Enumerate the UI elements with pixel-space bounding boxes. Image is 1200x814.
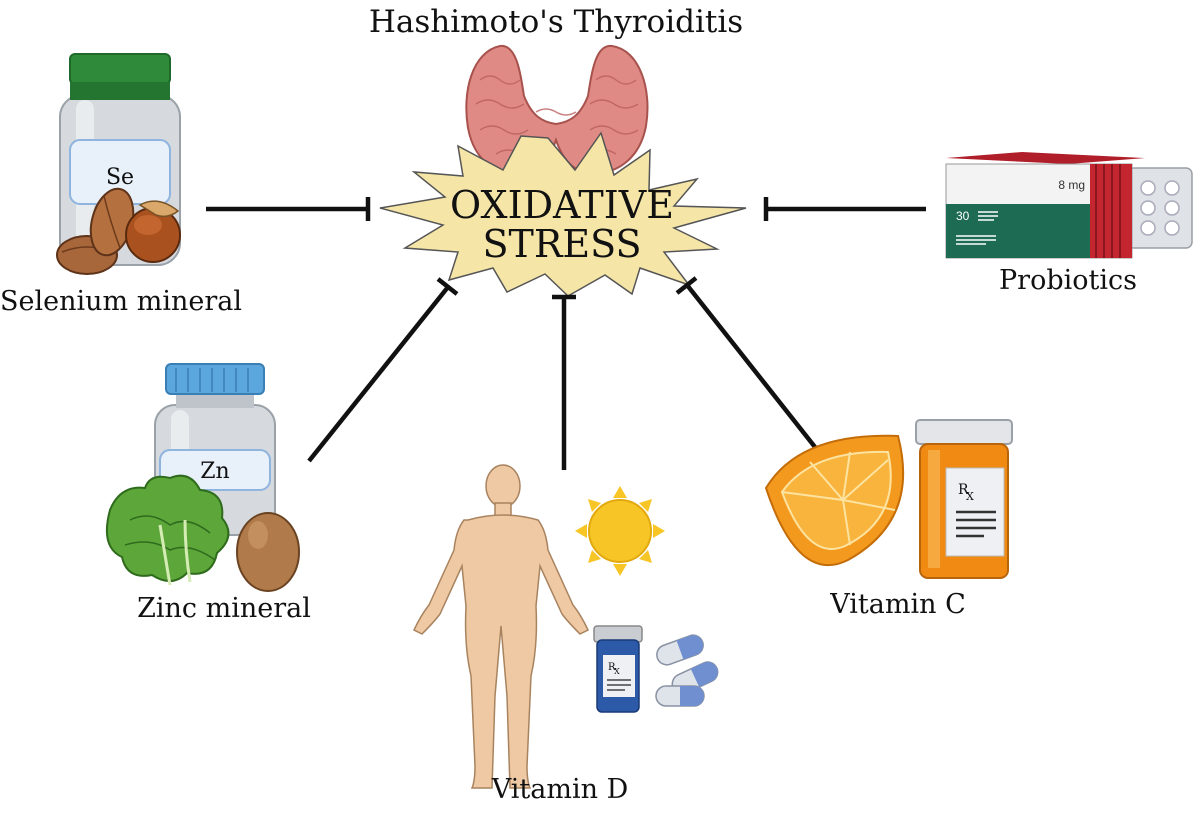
probiotics-inhibitor-line: [763, 197, 926, 221]
probiotics-label: Probiotics: [999, 265, 1137, 296]
selenium-group: Se Selenium mineral: [0, 53, 242, 317]
rx-bottle-icon: R X: [915, 419, 1013, 579]
vitamin-c-label: Vitamin C: [829, 589, 965, 620]
capsule-icon: [655, 634, 719, 707]
orange-slice-icon: [764, 434, 905, 566]
probiotics-group: 8 mg 30 Probiotics: [945, 152, 1193, 296]
human-body-icon: [413, 464, 589, 789]
zinc-jar-tag: Zn: [200, 459, 229, 484]
probiotic-box-icon: 8 mg 30: [945, 152, 1145, 259]
inhibitor-arrows: [206, 197, 926, 470]
vitamin-c-group: R X Vitamin C: [764, 419, 1013, 620]
vitamin-d-rx: R: [608, 662, 616, 673]
center-label-line1: OXIDATIVE: [450, 183, 674, 227]
pill-bottle-icon: R X: [593, 625, 643, 713]
selenium-inhibitor-line: [206, 197, 371, 221]
hazelnut-icon: [125, 200, 181, 263]
sun-icon: [575, 486, 665, 576]
probiotic-count: 30: [956, 209, 970, 223]
diagram-title: Hashimoto's Thyroiditis: [369, 4, 743, 40]
vitamin-d-inhibitor-line: [552, 294, 576, 470]
probiotic-dose: 8 mg: [1058, 178, 1085, 192]
vitamin-d-group: R X Vitamin D: [413, 464, 719, 805]
selenium-jar-tag: Se: [106, 165, 134, 190]
oxidative-stress-burst: OXIDATIVE STRESS: [379, 131, 747, 297]
center-label-line2: STRESS: [482, 222, 641, 266]
zinc-inhibitor-line: [307, 277, 459, 463]
lettuce-icon: [106, 474, 230, 586]
zinc-group: Zn Zinc mineral: [106, 363, 311, 624]
vitamin-d-label: Vitamin D: [491, 774, 628, 805]
vitamin-c-rx-sub: X: [966, 490, 974, 503]
vitamin-c-rx: R: [958, 482, 969, 498]
vitamin-c-inhibitor-line: [675, 276, 828, 463]
vitamin-d-rx-sub: X: [614, 667, 620, 676]
selenium-label: Selenium mineral: [0, 286, 242, 317]
egg-icon: [236, 512, 300, 592]
zinc-label: Zinc mineral: [137, 593, 311, 624]
blister-pack-icon: [1127, 167, 1193, 249]
